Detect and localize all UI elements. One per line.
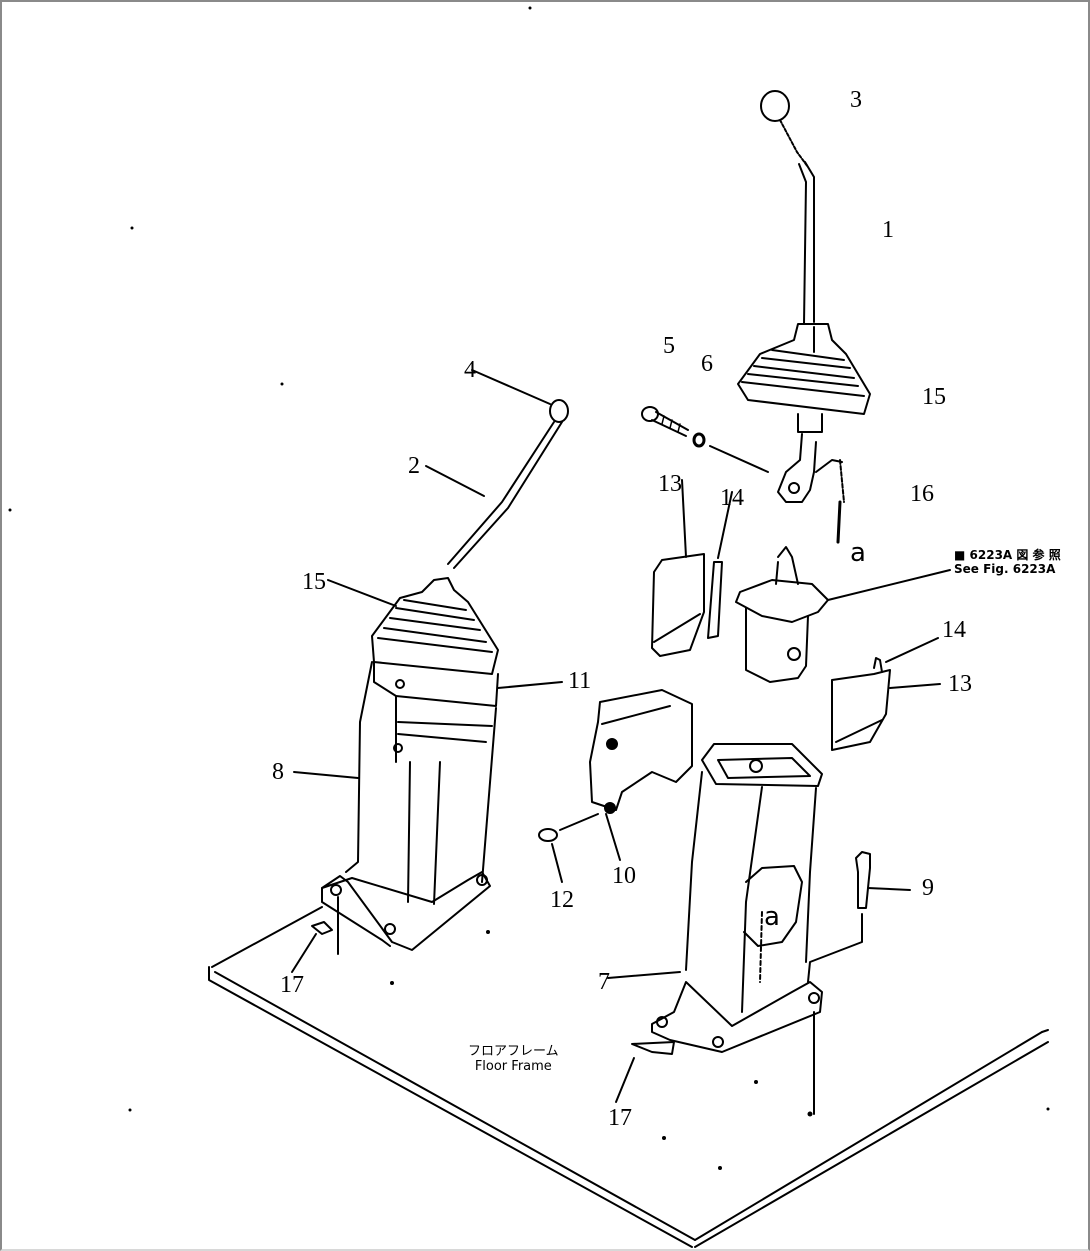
see-figure-japanese: ■ 6223A 図 参 照 (954, 548, 1061, 562)
callout-6: 6 (701, 351, 713, 377)
bolt-5 (641, 406, 689, 437)
cover-10 (589, 689, 693, 861)
callout-15-right: 15 (922, 384, 946, 410)
reference-mark-a-top: a (850, 538, 866, 568)
lever-2 (425, 369, 569, 569)
callout-13-left: 13 (658, 471, 682, 497)
lever-1 (760, 90, 815, 325)
pilot-valve (735, 546, 951, 683)
see-figure-english: See Fig. 6223A (954, 562, 1056, 576)
reference-mark-a-stand: a (764, 902, 780, 932)
boot-15-left (327, 577, 499, 675)
callout-11: 11 (568, 668, 592, 694)
callout-14-right: 14 (942, 617, 966, 643)
washer-6 (692, 432, 769, 473)
callout-5: 5 (663, 333, 675, 359)
callout-1: 1 (882, 217, 894, 243)
cover-13-left (651, 479, 705, 657)
floor-holes (8, 6, 1050, 1170)
floor-frame-english: Floor Frame (474, 1059, 552, 1074)
callout-17-left: 17 (280, 972, 304, 998)
callout-14-left: 14 (720, 485, 744, 511)
bolt-12 (538, 813, 599, 883)
callout-15-left: 15 (302, 569, 326, 595)
cover-13-right (831, 669, 941, 751)
seal-14-right (873, 637, 939, 673)
see-figure-note: ■ 6223A 図 参 照 See Fig. 6223A (954, 548, 1061, 576)
stand-8 (291, 661, 497, 973)
callout-4: 4 (464, 357, 476, 383)
floor-frame-label: フロアフレーム Floor Frame (468, 1044, 559, 1074)
boot-15-right (737, 323, 871, 433)
callout-17-right: 17 (608, 1105, 632, 1131)
callout-13-right: 13 (948, 671, 972, 697)
callout-16: 16 (910, 481, 934, 507)
floor-frame-japanese: フロアフレーム (468, 1044, 559, 1059)
floor-frame-plate (208, 906, 1049, 1248)
cover-11 (373, 661, 563, 763)
callout-9: 9 (922, 875, 934, 901)
seal-14-left (707, 491, 733, 639)
callout-12: 12 (550, 887, 574, 913)
stand-7 (607, 743, 911, 1115)
callout-10: 10 (612, 863, 636, 889)
callout-2: 2 (408, 453, 420, 479)
callout-7: 7 (598, 969, 610, 995)
callout-3: 3 (850, 87, 862, 113)
callout-8: 8 (272, 759, 284, 785)
lever-joint (777, 433, 845, 544)
